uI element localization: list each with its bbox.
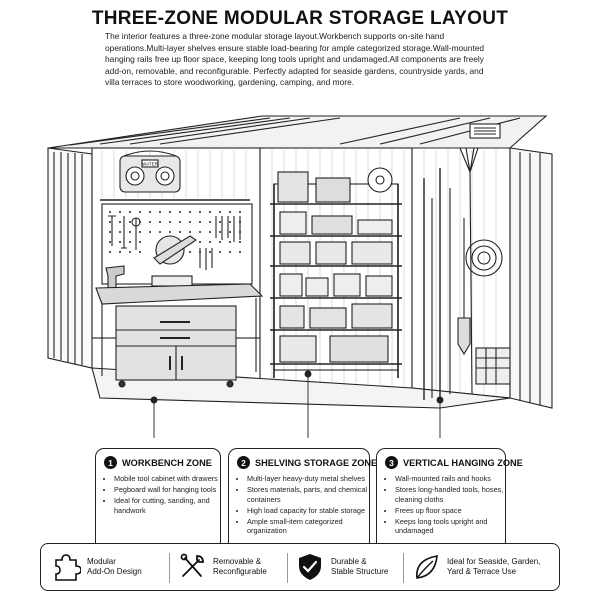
list-item: Pegboard wall for hanging tools: [114, 485, 220, 495]
list-item: Stores materials, parts, and chemical co…: [247, 485, 369, 504]
divider: [403, 553, 404, 583]
workbench-top: [95, 283, 264, 305]
zone-number-2: 2: [237, 456, 250, 469]
zone-title: SHELVING STORAGE ZONE: [255, 457, 378, 468]
radio-label: WATER: [142, 162, 158, 167]
feature-durable: Durable & Stable Structure: [295, 552, 388, 582]
rake: [459, 147, 479, 395]
feature-ideal-use: Ideal for Seaside, Garden, Yard & Terrac…: [411, 552, 540, 582]
shovel: [457, 317, 471, 356]
left-door: [47, 147, 93, 369]
puzzle-icon: [55, 554, 81, 581]
divider: [169, 553, 170, 583]
feature-bar: Modular Add-On Design Removable & Reconf…: [40, 543, 560, 591]
list-item: Ample small-item categorized organizatio…: [247, 517, 369, 536]
feature-line1: Durable &: [331, 556, 367, 566]
tools-icon: [180, 553, 204, 577]
feature-line1: Modular: [87, 556, 116, 566]
zone-list: Wall-mounted rails and hooks Stores long…: [377, 474, 505, 536]
zone-title: WORKBENCH ZONE: [122, 457, 212, 468]
intro-paragraph: The interior features a three-zone modul…: [105, 31, 485, 88]
zone-list: Multi-layer heavy-duty metal shelves Sto…: [229, 474, 369, 536]
feature-line1: Removable &: [213, 556, 262, 566]
feature-line2: Add-On Design: [87, 567, 142, 576]
page-title: THREE-ZONE MODULAR STORAGE LAYOUT: [91, 8, 509, 29]
list-item: Wall-mounted rails and hooks: [395, 474, 505, 484]
leaf-icon: [416, 555, 438, 579]
divider: [287, 553, 288, 583]
feature-line2: Stable Structure: [331, 567, 389, 576]
list-item: High load capacity for stable storage: [247, 506, 369, 516]
shield-check-icon: [299, 554, 321, 580]
feature-removable: Removable & Reconfigurable: [177, 552, 267, 582]
hose: [465, 239, 503, 277]
list-item: Mobile tool cabinet with drawers: [114, 474, 220, 484]
list-item: Keeps long tools upright and undamaged: [395, 517, 505, 536]
feature-line2: Yard & Terrace Use: [447, 567, 517, 576]
list-item: Ideal for cutting, sanding, and handwork: [114, 496, 220, 515]
zone-number-3: 3: [385, 456, 398, 469]
shed-illustration: WATER: [47, 115, 553, 438]
zone-title: VERTICAL HANGING ZONE: [403, 457, 523, 468]
zone-number-1: 1: [104, 456, 117, 469]
basket: [475, 347, 511, 385]
list-item: Frees up floor space: [395, 506, 505, 516]
feature-line2: Reconfigurable: [213, 567, 267, 576]
feature-line1: Ideal for Seaside, Garden,: [447, 556, 541, 566]
list-item: Multi-layer heavy-duty metal shelves: [247, 474, 369, 484]
feature-modular: Modular Add-On Design: [51, 552, 142, 582]
list-item: Stores long-handled tools, hoses, cleani…: [395, 485, 505, 504]
drill: [105, 265, 125, 293]
zone-list: Mobile tool cabinet with drawers Pegboar…: [96, 474, 220, 515]
right-door: [509, 147, 553, 409]
